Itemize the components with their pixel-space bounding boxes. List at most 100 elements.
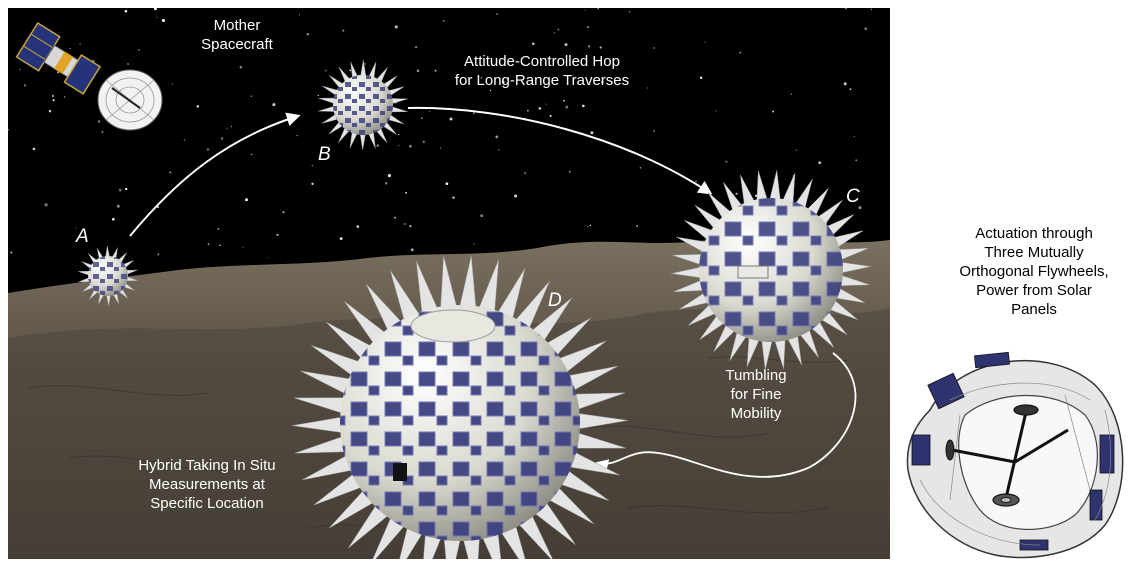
hedgehog-cutaway-illustration bbox=[890, 340, 1138, 563]
star bbox=[207, 148, 209, 150]
star bbox=[452, 196, 454, 198]
star bbox=[282, 211, 284, 213]
star bbox=[590, 131, 593, 134]
star bbox=[127, 63, 129, 65]
star bbox=[864, 27, 867, 30]
star bbox=[480, 214, 483, 217]
star bbox=[184, 139, 186, 141]
star bbox=[569, 171, 570, 172]
star bbox=[307, 33, 310, 36]
star bbox=[695, 181, 696, 182]
label-d: D bbox=[548, 290, 562, 312]
star bbox=[600, 46, 602, 48]
star bbox=[415, 46, 417, 48]
star bbox=[138, 49, 140, 51]
hybrid-label: Hybrid Taking In Situ Measurements at Sp… bbox=[102, 456, 312, 513]
lunar-scene: Mother Spacecraft Attitude-Controlled Ho… bbox=[8, 8, 890, 559]
star bbox=[169, 172, 171, 174]
star bbox=[421, 117, 423, 119]
star bbox=[705, 42, 706, 43]
star bbox=[226, 128, 227, 129]
star bbox=[49, 110, 52, 113]
star bbox=[700, 77, 702, 79]
hop-arrow-a-to-b bbox=[130, 116, 298, 236]
star bbox=[736, 193, 738, 195]
star bbox=[496, 13, 498, 15]
star bbox=[125, 10, 128, 13]
star bbox=[45, 203, 48, 206]
star bbox=[272, 103, 275, 106]
star bbox=[585, 9, 586, 10]
star bbox=[409, 225, 411, 227]
star bbox=[495, 136, 498, 139]
star bbox=[409, 145, 412, 148]
star bbox=[221, 137, 223, 139]
star bbox=[70, 48, 71, 49]
star bbox=[739, 52, 741, 54]
star bbox=[342, 30, 344, 32]
star bbox=[405, 192, 407, 194]
star bbox=[398, 145, 399, 146]
star bbox=[538, 107, 541, 110]
spike bbox=[390, 98, 407, 104]
star bbox=[653, 130, 655, 132]
spike bbox=[360, 60, 366, 77]
cutaway-opening bbox=[959, 395, 1098, 529]
star bbox=[524, 172, 526, 174]
star bbox=[527, 110, 529, 112]
spike bbox=[757, 171, 768, 201]
star bbox=[725, 161, 727, 163]
star bbox=[98, 120, 101, 123]
star bbox=[19, 69, 20, 70]
star bbox=[318, 95, 319, 96]
star bbox=[251, 154, 252, 155]
star bbox=[398, 134, 399, 135]
star bbox=[796, 150, 797, 151]
star bbox=[311, 183, 313, 185]
star bbox=[297, 135, 298, 136]
star bbox=[276, 234, 278, 236]
star bbox=[490, 90, 491, 91]
spike bbox=[783, 173, 795, 203]
star bbox=[772, 111, 774, 113]
star bbox=[411, 248, 414, 251]
star bbox=[388, 174, 391, 177]
star bbox=[565, 106, 568, 109]
star bbox=[404, 223, 406, 225]
star bbox=[125, 188, 127, 190]
hop-arrow-b-to-c bbox=[408, 108, 710, 193]
star bbox=[156, 17, 157, 18]
star bbox=[385, 182, 388, 185]
star bbox=[715, 110, 716, 111]
star bbox=[450, 118, 453, 121]
mother-spacecraft-label: Mother Spacecraft bbox=[182, 16, 292, 54]
star bbox=[563, 100, 565, 102]
star bbox=[429, 111, 430, 112]
star bbox=[636, 225, 638, 227]
star bbox=[52, 95, 54, 97]
star bbox=[240, 66, 243, 69]
star bbox=[818, 161, 821, 164]
star bbox=[53, 99, 55, 101]
star bbox=[532, 43, 535, 46]
star bbox=[117, 205, 120, 208]
star bbox=[154, 8, 157, 10]
star bbox=[443, 20, 445, 22]
star bbox=[79, 43, 80, 44]
star bbox=[845, 8, 847, 9]
star bbox=[854, 136, 855, 137]
star bbox=[597, 8, 598, 9]
star bbox=[243, 247, 244, 248]
star bbox=[850, 88, 852, 90]
star bbox=[112, 218, 115, 221]
star bbox=[498, 149, 499, 150]
star bbox=[557, 29, 559, 31]
star bbox=[640, 167, 642, 169]
star bbox=[473, 243, 474, 244]
star bbox=[8, 129, 9, 131]
star bbox=[349, 70, 351, 72]
star bbox=[10, 251, 12, 253]
spike bbox=[360, 133, 366, 150]
star bbox=[377, 144, 379, 146]
star bbox=[871, 9, 872, 10]
